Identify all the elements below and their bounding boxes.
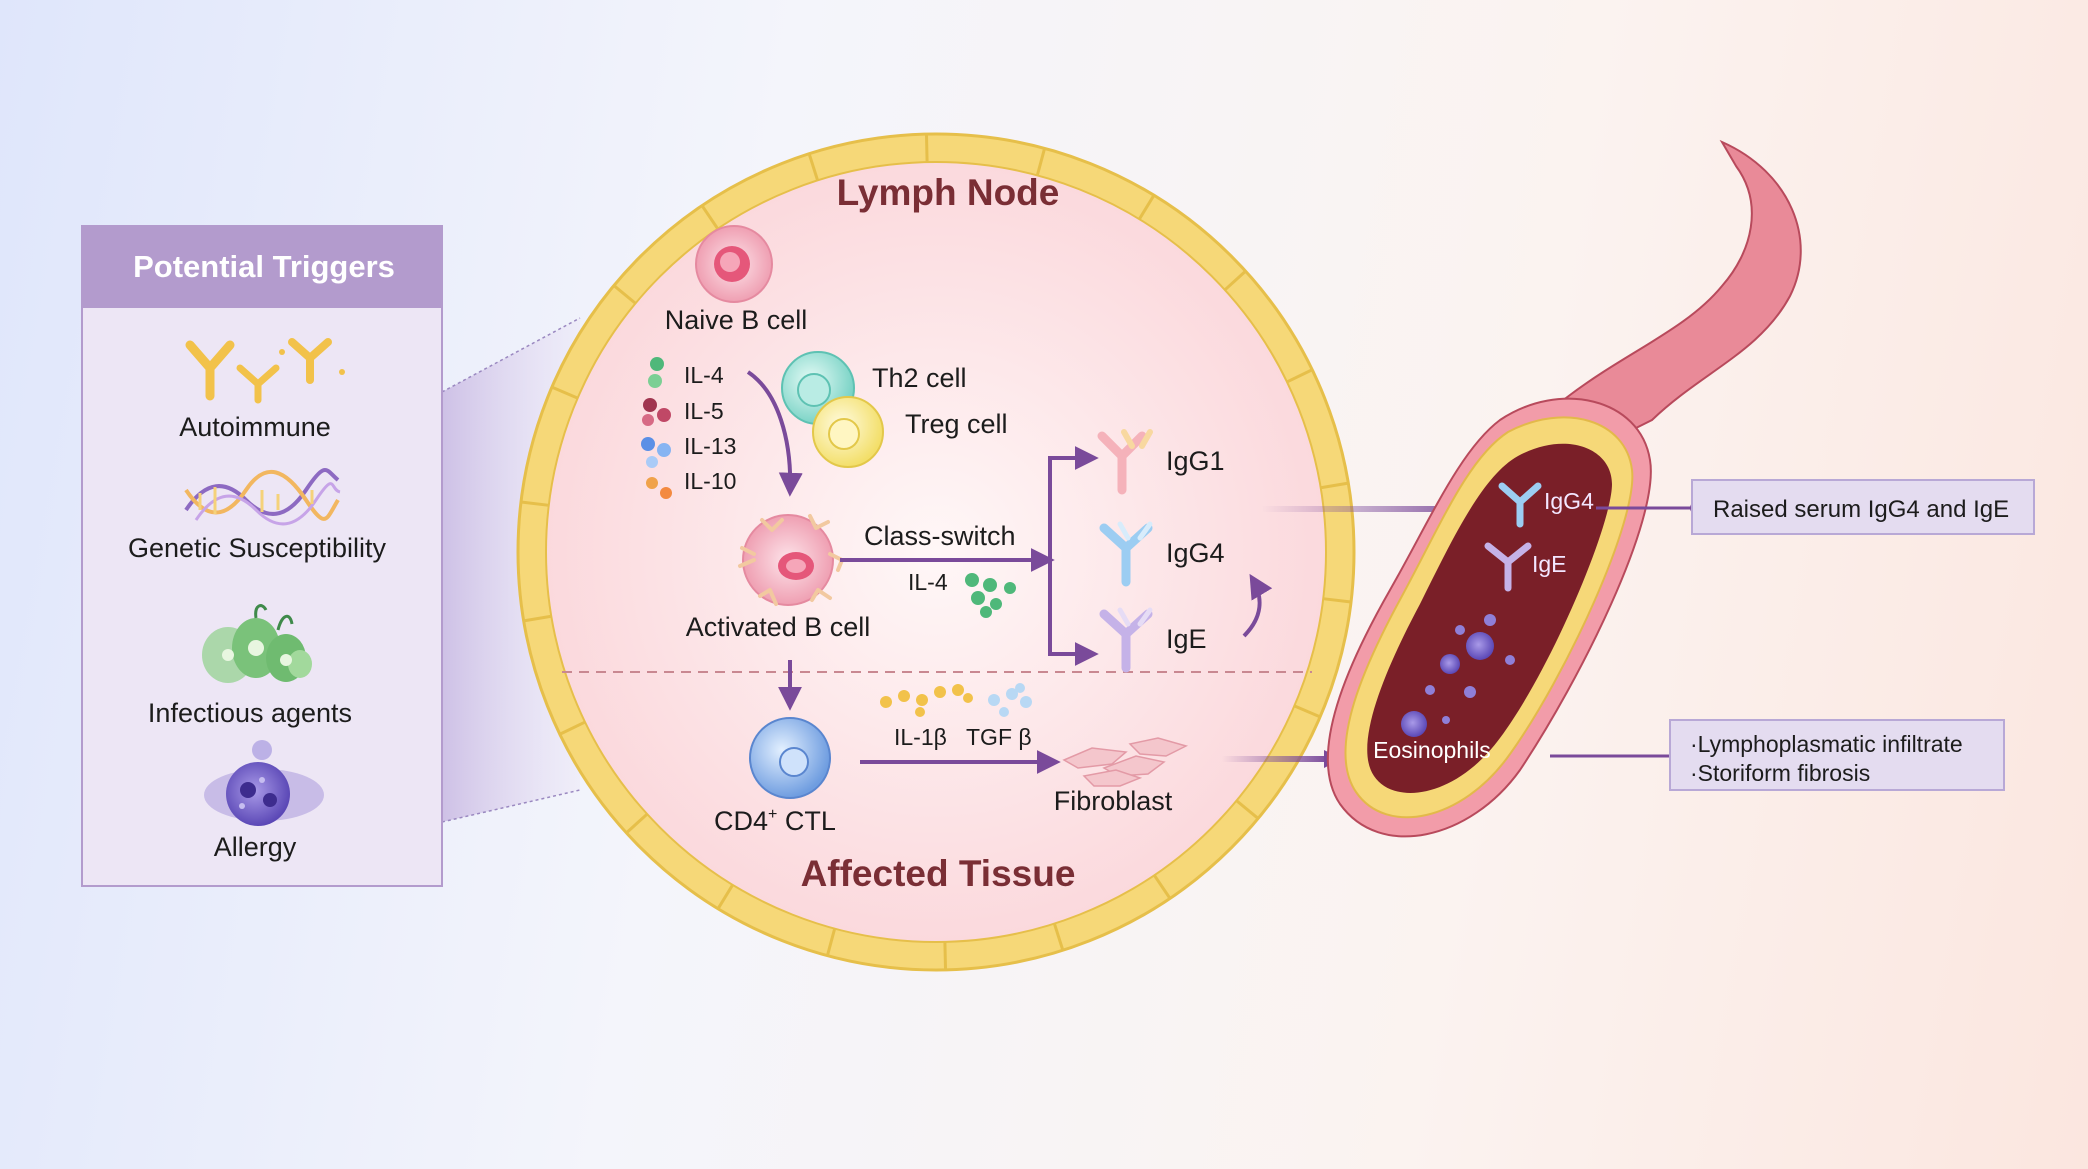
serum-text: Raised serum IgG4 and IgE (1713, 496, 2009, 523)
tissue-text-2: ·Storiform fibrosis (1690, 760, 1870, 786)
node-ring-segment (716, 884, 734, 910)
lymph-node-title: Lymph Node (837, 172, 1060, 213)
trigger-label: Allergy (214, 832, 297, 862)
tissue-text-1: ·Lymphoplasmatic infiltrate (1690, 731, 1963, 757)
node-ring-segment (551, 385, 579, 400)
node-ring-segment (1052, 923, 1065, 951)
serum-box (1691, 479, 2035, 535)
cd4-ctl-cell (749, 717, 831, 799)
activation-arrow (746, 370, 803, 497)
cytokine-label: IL-5 (684, 398, 724, 424)
dna-icon (184, 468, 341, 526)
node-ring-segment (924, 134, 929, 163)
node-ring-segment (1138, 194, 1156, 220)
ige-antibody-icon (1099, 607, 1153, 673)
class-switch-label: Class-switch (864, 521, 1016, 551)
fibroblast-label: Fibroblast (1054, 786, 1173, 816)
triggers-title: Potential Triggers (133, 249, 395, 284)
autoimmune-icon (185, 338, 332, 404)
node-ring-segment (1235, 799, 1260, 820)
vessel-igg4-label: IgG4 (1544, 488, 1594, 514)
node-ring-segment (943, 941, 948, 970)
cd4-ctl-label: CD4+ CTL (714, 806, 836, 836)
trigger-label: Autoimmune (179, 412, 331, 442)
vessel-igg4-icon (1498, 482, 1542, 528)
igg4-antibody-icon (1099, 521, 1153, 587)
vessel-ige-icon (1484, 542, 1532, 592)
node-ring-segment (1153, 874, 1172, 900)
antibody-label: IgG1 (1166, 446, 1225, 476)
node-ring-segment (559, 720, 586, 736)
node-ring-segment (1223, 270, 1247, 292)
antibody-label: IgE (1166, 624, 1207, 654)
triggers-panel: Potential Triggers Autoimmune Genetic Su… (81, 225, 443, 887)
treg-cell (812, 396, 884, 468)
node-ring-segment (520, 500, 549, 507)
zoom-cone-edge (441, 317, 581, 393)
feedback-arrow (1242, 573, 1273, 638)
bacteria-icon (202, 604, 312, 683)
node-ring-segment (625, 812, 649, 834)
il1b-dots (880, 684, 973, 717)
tgfb-label: TGF β (966, 724, 1032, 750)
cytokine-legend (641, 357, 672, 499)
eosinophils-label: Eosinophils (1373, 737, 1491, 763)
il4-label: IL-4 (908, 569, 948, 595)
node-ring-segment (1286, 368, 1313, 384)
il1b-label: IL-1β (894, 724, 947, 750)
node-ring-segment (700, 204, 719, 230)
node-ring-segment (807, 153, 820, 181)
cytokine-label: IL-10 (684, 468, 736, 494)
activated-b-cell-label: Activated B cell (686, 612, 871, 642)
node-ring-segment (1035, 147, 1047, 176)
node-ring-segment (825, 928, 837, 957)
affected-tissue-title: Affected Tissue (801, 853, 1076, 894)
antibody-label: IgG4 (1166, 538, 1225, 568)
node-ring-segment (1293, 704, 1321, 719)
fibroblast-icon (1062, 737, 1189, 787)
treg-cell-label: Treg cell (905, 409, 1008, 439)
naive-b-cell (695, 225, 773, 303)
allergy-cell-icon (204, 740, 324, 826)
node-ring-segment (523, 614, 552, 623)
igg1-antibody-icon (1097, 429, 1153, 495)
vessel-ige-label: IgE (1532, 551, 1567, 577)
lymph-node (516, 132, 1356, 972)
tissue-box (1669, 719, 2005, 791)
class-switch-arrows (840, 446, 1099, 666)
node-ring-segment (1323, 597, 1352, 604)
th2-cell-label: Th2 cell (872, 363, 967, 393)
tgfb-dots (988, 683, 1032, 717)
node-ring-segment (612, 284, 637, 305)
il4-dots (965, 573, 1016, 618)
naive-b-cell-label: Naive B cell (665, 305, 808, 335)
eosinophil-cluster (1401, 614, 1515, 737)
trigger-label: Infectious agents (148, 698, 352, 728)
node-ring-segment (1320, 481, 1349, 490)
cytokine-label: IL-13 (684, 433, 736, 459)
trigger-label: Genetic Susceptibility (128, 533, 387, 563)
cytokine-label: IL-4 (684, 362, 724, 388)
